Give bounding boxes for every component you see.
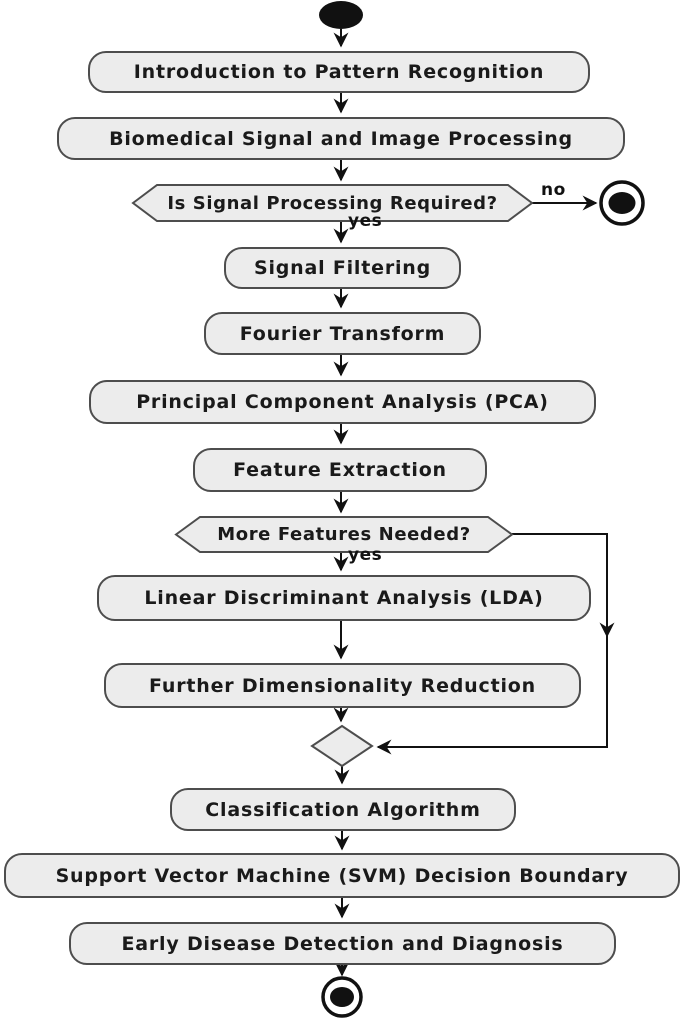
- decision-more-features-shape: [174, 516, 514, 553]
- merge-diamond: [310, 724, 374, 768]
- start-node: [319, 1, 363, 29]
- edge-label-no: no: [541, 180, 566, 200]
- decision-signal-processing-label: Is Signal Processing Required?: [167, 192, 498, 214]
- decision-signal-processing-shape: [131, 184, 534, 222]
- flow-arrows: [333, 29, 615, 977]
- end-node-top: [599, 180, 645, 226]
- activity-early-disease-detection: Early Disease Detection and Diagnosis: [69, 922, 616, 965]
- activity-feature-extraction: Feature Extraction: [193, 448, 487, 492]
- decision-more-features-label: More Features Needed?: [217, 524, 471, 545]
- activity-introduction-pattern-recognition: Introduction to Pattern Recognition: [88, 51, 590, 93]
- edge-label-yes-features: yes: [348, 545, 383, 565]
- activity-svm-decision-boundary: Support Vector Machine (SVM) Decision Bo…: [4, 853, 680, 898]
- activity-fourier-transform: Fourier Transform: [204, 312, 481, 355]
- activity-signal-filtering: Signal Filtering: [224, 247, 461, 289]
- activity-pca: Principal Component Analysis (PCA): [89, 380, 596, 424]
- arrow-bypass-down: [512, 533, 615, 638]
- end-node-bottom: [321, 976, 363, 1018]
- edge-label-yes-signal: yes: [348, 211, 383, 231]
- activity-further-dimensionality-reduction: Further Dimensionality Reduction: [104, 663, 581, 708]
- activity-lda: Linear Discriminant Analysis (LDA): [97, 575, 591, 621]
- activity-biomedical-signal-image-processing: Biomedical Signal and Image Processing: [57, 117, 625, 160]
- activity-classification-algorithm: Classification Algorithm: [170, 788, 516, 831]
- arrow-bypass-into-merge: [376, 636, 608, 755]
